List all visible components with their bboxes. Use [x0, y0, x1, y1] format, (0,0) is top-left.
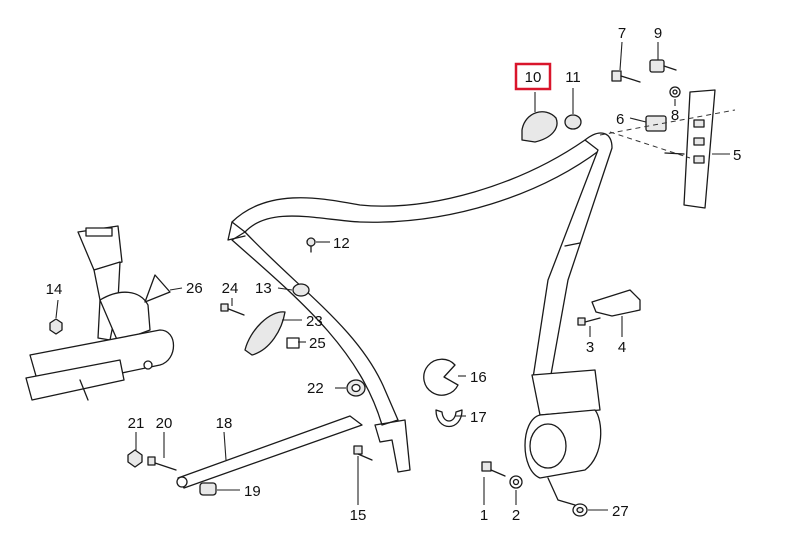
- part-shape-12: [306, 237, 316, 253]
- part-label-12[interactable]: 12: [333, 235, 350, 252]
- part-shape-16: [423, 358, 459, 396]
- part-label-26[interactable]: 26: [186, 280, 203, 297]
- part-shape-4: [591, 289, 641, 317]
- part-shape-17: [435, 409, 463, 427]
- part-label-11[interactable]: 11: [565, 69, 581, 86]
- part-label-10[interactable]: 10: [525, 69, 542, 86]
- belt-retractor: [524, 369, 602, 506]
- part-shape-20: [147, 456, 177, 471]
- part-label-5[interactable]: 5: [733, 147, 741, 164]
- part-shape-27: [572, 503, 588, 517]
- part-label-8[interactable]: 8: [671, 107, 679, 124]
- part-label-16[interactable]: 16: [470, 369, 487, 386]
- part-shape-26: [144, 274, 171, 303]
- assembly-dash-line: [599, 109, 736, 136]
- part-shape-22: [346, 379, 366, 397]
- part-shape-18: [176, 415, 363, 489]
- part-shape-8: [669, 86, 681, 98]
- part-label-14[interactable]: 14: [46, 281, 63, 298]
- part-label-13[interactable]: 13: [255, 280, 272, 297]
- part-label-18[interactable]: 18: [216, 415, 233, 432]
- part-label-2[interactable]: 2: [512, 507, 520, 524]
- part-label-24[interactable]: 24: [222, 280, 239, 297]
- part-shape-6: [645, 115, 667, 132]
- highlight-box: [514, 62, 552, 91]
- part-label-17[interactable]: 17: [470, 409, 487, 426]
- part-shape-1: [481, 461, 506, 477]
- part-shape-13: [292, 283, 310, 297]
- part-shape-21: [127, 449, 143, 468]
- part-shape-15: [353, 445, 373, 461]
- part-label-15[interactable]: 15: [350, 507, 367, 524]
- part-label-6[interactable]: 6: [616, 111, 624, 128]
- part-label-7[interactable]: 7: [618, 25, 626, 42]
- part-label-20[interactable]: 20: [156, 415, 173, 432]
- part-label-19[interactable]: 19: [244, 483, 261, 500]
- part-label-9[interactable]: 9: [654, 25, 662, 42]
- part-label-25[interactable]: 25: [309, 335, 326, 352]
- part-label-4[interactable]: 4: [618, 339, 626, 356]
- belt-buckle-assembly: [25, 225, 174, 401]
- part-labels: 1 2 3 4 5 6 7 8 9 10 11 12 13 14 15 16 1…: [46, 25, 742, 524]
- part-label-27[interactable]: 27: [612, 503, 629, 520]
- part-shape-11: [564, 114, 582, 130]
- part-shape-7: [611, 70, 641, 83]
- part-shape-23: [244, 311, 286, 356]
- part-label-1[interactable]: 1: [480, 507, 488, 524]
- part-label-22[interactable]: 22: [307, 380, 324, 397]
- part-shape-19: [199, 482, 217, 496]
- part-label-21[interactable]: 21: [128, 415, 145, 432]
- part-label-3[interactable]: 3: [586, 339, 594, 356]
- part-shape-24: [220, 303, 245, 316]
- part-shape-3: [577, 317, 601, 326]
- part-label-23[interactable]: 23: [306, 313, 323, 330]
- part-shape-25: [286, 337, 300, 349]
- leader-lines: [55, 41, 730, 511]
- part-shape-10: [521, 111, 558, 143]
- part-shape-5: [664, 89, 716, 209]
- part-shape-2: [509, 475, 523, 489]
- part-shape-14: [49, 318, 63, 335]
- part-shape-9: [649, 59, 677, 73]
